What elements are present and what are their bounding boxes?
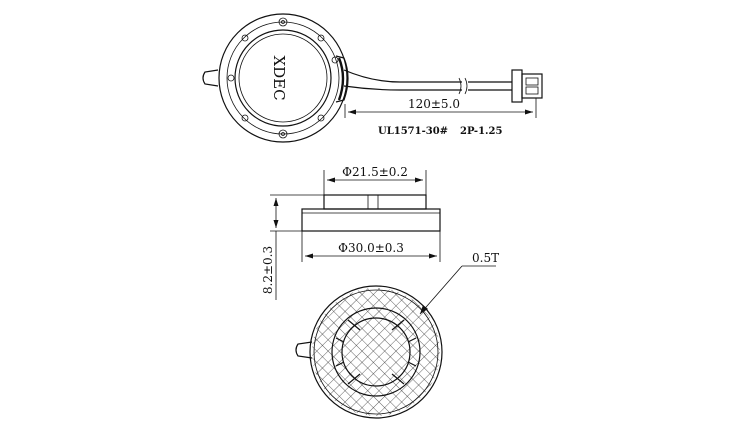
arrow-head — [273, 220, 279, 228]
connector — [511, 69, 543, 103]
bolt-hole — [227, 74, 235, 82]
cable-length-label: 120±5.0 — [408, 97, 460, 111]
frame-spoke — [335, 337, 417, 367]
grille-mesh — [312, 288, 440, 416]
wire-exit-outline — [335, 55, 349, 103]
center-dome — [341, 317, 411, 387]
side-view: Φ21.5±0.2 Φ30.0±0.3 8.2±0.3 — [261, 165, 441, 300]
height-label: 8.2±0.3 — [261, 246, 275, 294]
wire-spec-label: UL1571-30# — [378, 126, 448, 137]
outer-rim — [309, 285, 443, 419]
bolt-hole — [317, 34, 325, 42]
bolt-hole-center — [281, 132, 285, 136]
outer-flange — [218, 13, 348, 143]
connector-housing — [521, 73, 543, 99]
bolt-hole — [278, 129, 288, 139]
top-view: XDEC 120±5.0 UL1571-30# 2P-1.25 — [202, 13, 543, 143]
connector-pin — [525, 77, 539, 86]
outer-diameter-label: Φ30.0±0.3 — [338, 241, 404, 255]
thickness-label: 0.5T — [472, 251, 499, 265]
inner-diameter-label: Φ21.5±0.2 — [342, 165, 408, 179]
cable-break — [464, 77, 468, 95]
frame-spokes — [335, 319, 417, 385]
connector-pin — [525, 86, 539, 95]
bolt-hole — [331, 56, 339, 64]
flange-inner-ring — [226, 21, 340, 135]
bolt-hole-center — [281, 20, 285, 24]
speaker-body — [301, 208, 441, 232]
arrow-head — [305, 253, 313, 259]
cable-upper — [343, 69, 462, 83]
diaphragm — [238, 33, 328, 123]
arrow-head — [525, 109, 533, 115]
cable-lower — [343, 85, 462, 91]
bottom-view: 0.5T — [295, 251, 499, 419]
logo-text: XDEC — [270, 55, 288, 100]
bolt-holes — [227, 17, 339, 139]
bolt-hole — [317, 114, 325, 122]
frame-spoke — [347, 319, 405, 385]
speaker-cap — [323, 194, 427, 210]
inner-frame — [331, 307, 421, 397]
connector-body — [511, 69, 523, 103]
arrow-head — [415, 177, 423, 183]
bolt-hole — [241, 114, 249, 122]
connector-spec-label: 2P-1.25 — [460, 126, 502, 137]
bolt-hole — [278, 17, 288, 27]
bolt-hole — [241, 34, 249, 42]
diaphragm-housing — [234, 29, 332, 127]
cable-break — [458, 77, 462, 95]
mounting-tab — [295, 341, 313, 359]
arrow-head — [327, 177, 335, 183]
mounting-tab — [202, 69, 219, 87]
arrow-head — [429, 253, 437, 259]
thickness-leader — [419, 265, 463, 315]
arrow-head — [420, 305, 428, 314]
arrow-head — [348, 109, 356, 115]
arrow-head — [273, 198, 279, 206]
wire-exit-block — [337, 57, 345, 101]
